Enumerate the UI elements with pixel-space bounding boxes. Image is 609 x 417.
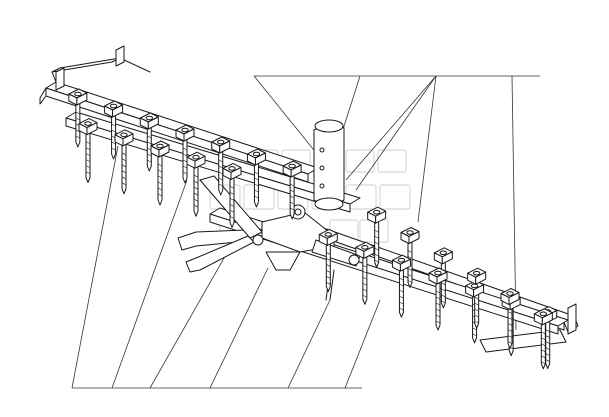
beam-clamp [104, 100, 124, 118]
bolt-head [472, 270, 481, 276]
bolt-head [406, 230, 414, 235]
leader-line-2 [111, 179, 188, 389]
clamp-group [68, 88, 558, 326]
bolt-head [156, 143, 164, 149]
beam-clamp [211, 136, 231, 154]
beam-clamp [68, 88, 88, 106]
beam-clamp [391, 254, 411, 272]
leader-line-9 [345, 75, 437, 181]
bolt-head [192, 154, 200, 160]
beam-clamp [282, 160, 302, 178]
beam-clamp [114, 129, 134, 147]
beam-clamp [222, 162, 242, 180]
harrow-tine [75, 103, 81, 148]
leader-lines-top [253, 75, 540, 331]
harrow-tine [182, 139, 188, 184]
leader-line-5 [287, 299, 331, 389]
harrow-tine [157, 155, 163, 206]
bolt-head [84, 121, 92, 126]
bolt-head [252, 151, 261, 157]
beam-clamp [533, 308, 553, 326]
bolt-head [361, 244, 369, 250]
corner-posts [55, 45, 577, 335]
harrow-tine [362, 256, 368, 305]
bolt-head [74, 91, 82, 97]
leader-line-4 [209, 267, 269, 389]
harrow-tine [540, 323, 546, 370]
beam-clamp [246, 148, 266, 166]
harrow-tine [545, 321, 551, 370]
leader-line-11 [417, 75, 437, 223]
beam-clamp [428, 267, 448, 285]
beam-clamp [467, 267, 487, 285]
harrow-tine [507, 303, 513, 349]
beam-clamp [175, 124, 195, 142]
bolt-head [506, 291, 514, 296]
beam-clamp [186, 151, 206, 169]
bolt-head [434, 270, 442, 276]
beam-clamp [367, 206, 387, 224]
beam-clamp [355, 241, 375, 259]
harrow-tine [229, 177, 235, 228]
leader-line-1 [71, 145, 119, 389]
bolt-head [439, 250, 448, 256]
harrow-tine [398, 269, 404, 318]
bolt-head [397, 257, 406, 263]
harrow-tine [253, 163, 259, 208]
beam-clamp [433, 247, 453, 265]
harrow-tine [435, 282, 441, 331]
harrow-tine [325, 243, 331, 292]
leader-line-7 [253, 75, 323, 161]
bolt-head [181, 127, 189, 133]
beam-clamp [400, 227, 420, 244]
leader-line-12 [511, 75, 517, 331]
bolt-head [109, 103, 118, 109]
harrow-tine [121, 144, 127, 195]
bolt-head [539, 311, 548, 317]
leader-line-6 [344, 299, 381, 389]
beam-clamp [318, 228, 338, 246]
beam-clamp [500, 288, 520, 305]
bolt-head [228, 166, 236, 171]
beam-clamp [78, 118, 98, 136]
bolt-head [145, 115, 153, 121]
bolt-head [217, 139, 225, 145]
beam-clamp [139, 112, 159, 130]
bolt-head [324, 232, 332, 237]
leader-lines-bottom [71, 145, 381, 389]
beam-clamp [150, 140, 170, 158]
bolt-head [372, 209, 381, 215]
harrow-tine [374, 221, 380, 268]
leader-line-10 [355, 75, 437, 191]
harrow-tine [193, 166, 199, 217]
bolt-head [470, 283, 479, 289]
harrow-tine [85, 133, 91, 184]
bolt-head [288, 163, 296, 169]
harrow-tine [218, 151, 224, 196]
harrow-tine [289, 175, 295, 220]
bolt-head [120, 132, 128, 138]
